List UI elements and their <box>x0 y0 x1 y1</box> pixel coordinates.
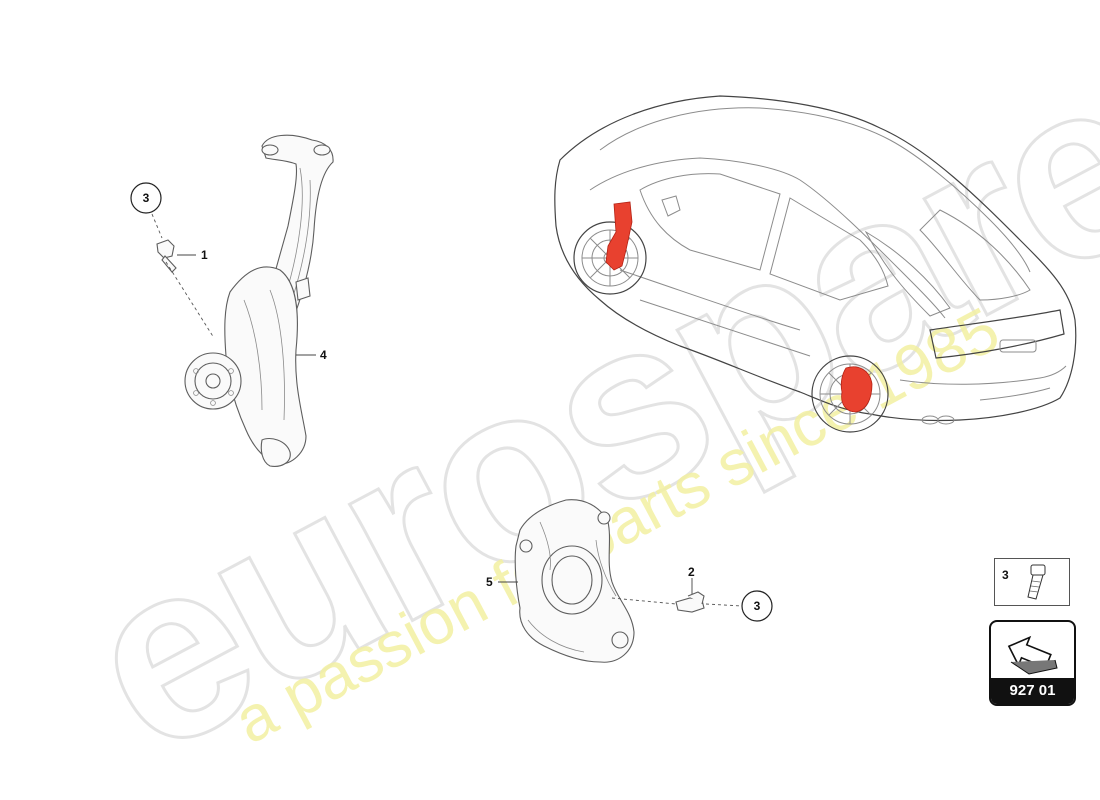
dashed-leader-front <box>165 261 215 339</box>
bolt-icon <box>1027 564 1046 600</box>
callout-4[interactable]: 4 <box>320 348 327 362</box>
dashed-leader-rear <box>611 597 677 605</box>
svg-text:3: 3 <box>754 599 761 613</box>
dashed-leader-3-bottom <box>705 603 743 607</box>
vehicle-illustration <box>554 95 1077 433</box>
highlight-rear-knuckle <box>840 366 873 413</box>
rear-wheel-carrier[interactable] <box>514 499 635 663</box>
direction-arrow-icon <box>1007 635 1058 675</box>
dashed-leader-3-top <box>151 213 163 239</box>
speed-sensor-front[interactable] <box>156 239 177 273</box>
callout-3-top[interactable]: 3 <box>130 182 162 214</box>
callout-1[interactable]: 1 <box>201 248 208 262</box>
legend-part-number: 3 <box>1002 568 1009 582</box>
callout-2[interactable]: 2 <box>688 565 695 579</box>
legend-bolt-box[interactable]: 3 <box>994 558 1070 606</box>
svg-text:3: 3 <box>143 191 150 205</box>
callout-5[interactable]: 5 <box>486 575 493 589</box>
speed-sensor-rear[interactable] <box>675 591 705 613</box>
front-steering-knuckle[interactable] <box>184 134 334 467</box>
highlight-front-knuckle <box>605 201 633 271</box>
diagram-reference-box[interactable]: 927 01 <box>989 620 1076 706</box>
diagram-code: 927 01 <box>991 678 1074 704</box>
callout-3-bottom[interactable]: 3 <box>741 590 773 622</box>
